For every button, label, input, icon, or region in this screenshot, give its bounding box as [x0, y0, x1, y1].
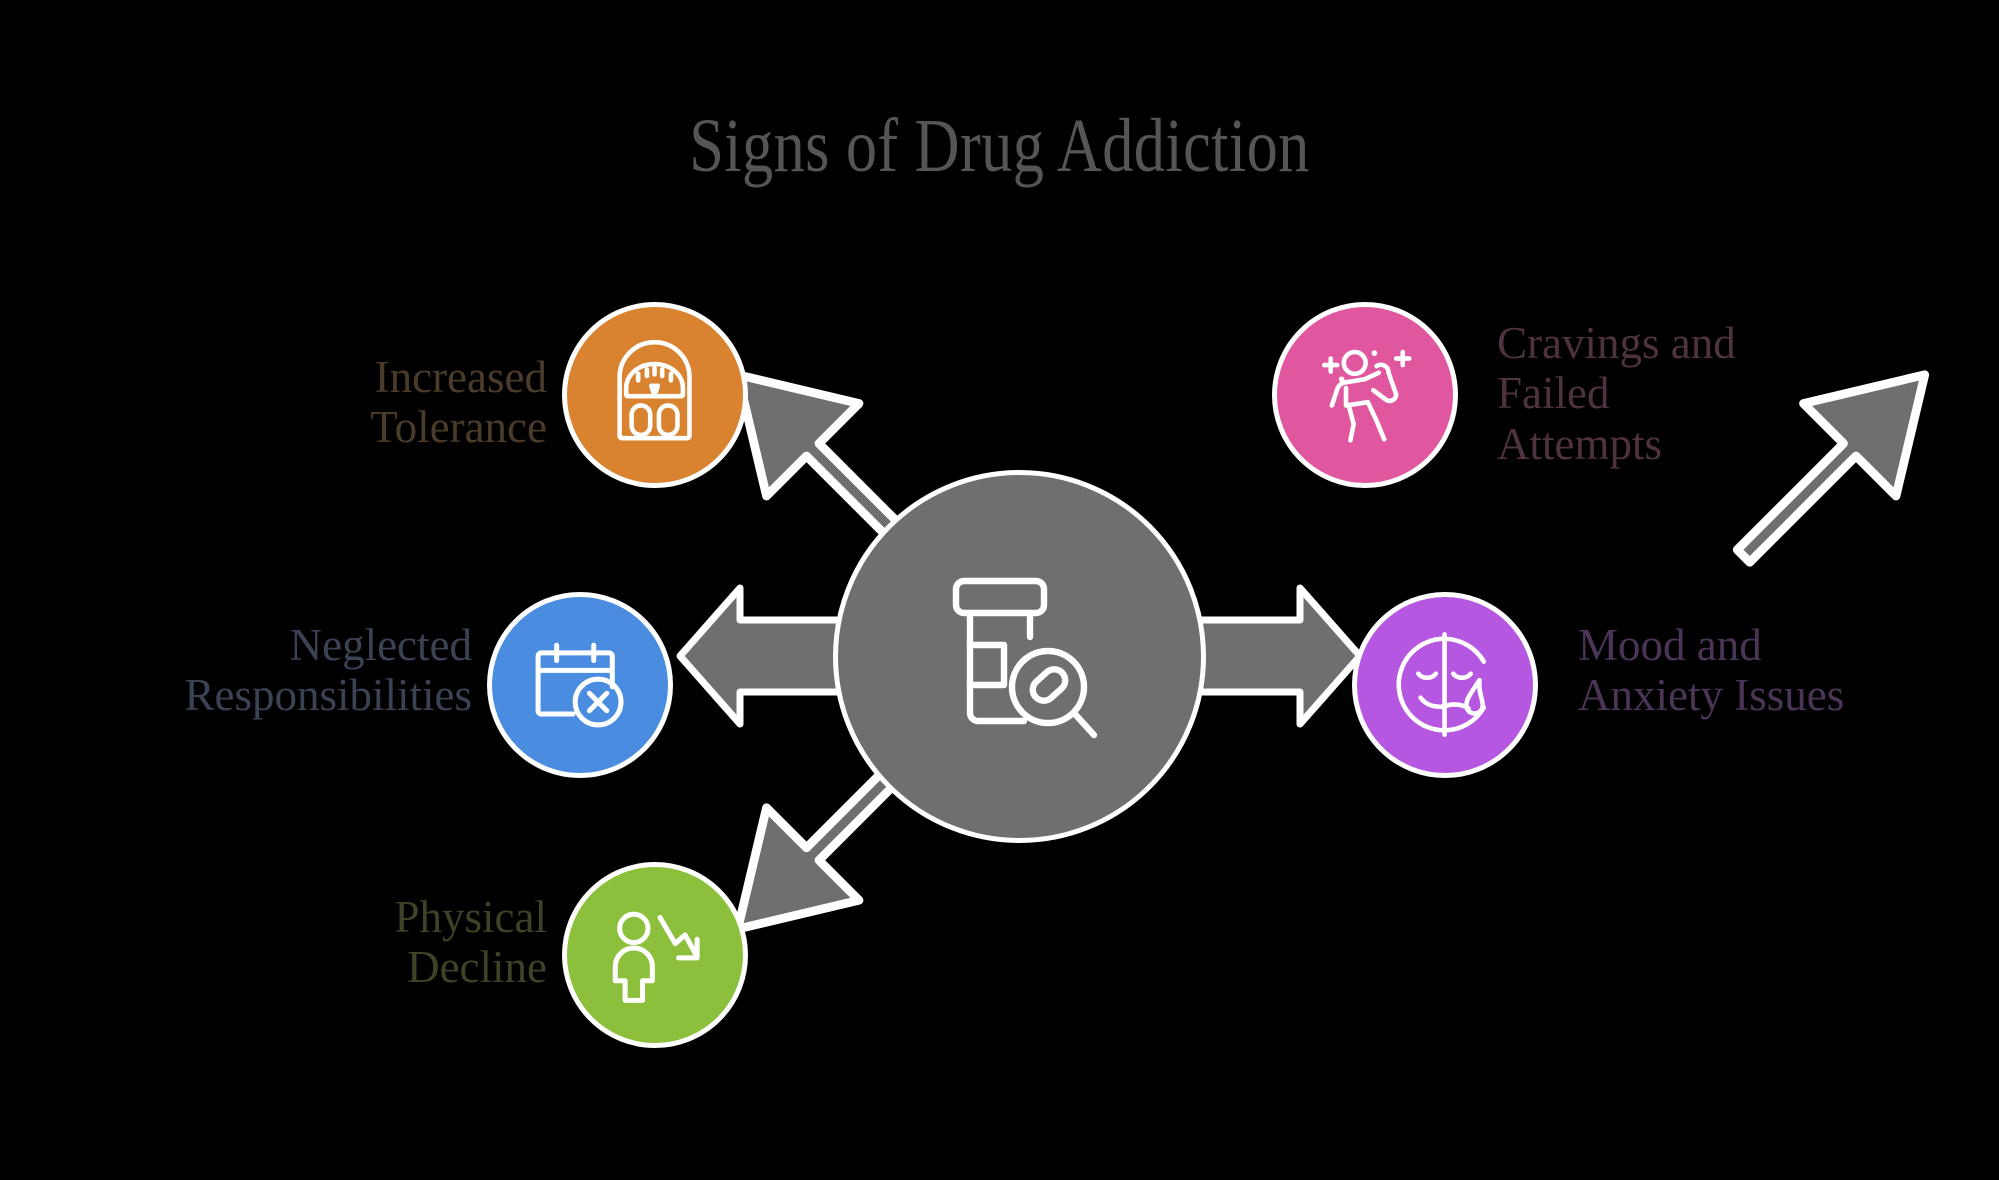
- person-drinking-bottle-icon: [1322, 350, 1413, 444]
- person-declining-arrow-icon: [613, 912, 701, 1004]
- icon-bubble-neglected-responsibilities[interactable]: [487, 592, 673, 778]
- label-increased-tolerance: Increased Tolerance: [67, 352, 547, 453]
- icon-bubble-mood-anxiety-issues[interactable]: [1352, 592, 1538, 778]
- label-cravings-failed-attempts: Cravings and Failed Attempts: [1497, 318, 1927, 469]
- label-line: Anxiety Issues: [1578, 670, 1845, 721]
- center-hub: [833, 470, 1206, 843]
- label-line: Decline: [407, 942, 547, 993]
- label-line: Increased: [374, 352, 547, 402]
- label-line: Neglected: [289, 620, 472, 670]
- page-title: Signs of Drug Addiction: [689, 104, 1310, 188]
- icon-bubble-cravings-failed-attempts[interactable]: [1272, 302, 1458, 488]
- sad-happy-face-tear-icon: [1396, 632, 1487, 738]
- label-line: Cravings and: [1497, 318, 1736, 368]
- icon-bubble-increased-tolerance[interactable]: [562, 302, 748, 488]
- label-neglected-responsibilities: Neglected Responsibilities: [0, 620, 472, 721]
- label-mood-anxiety-issues: Mood and Anxiety Issues: [1578, 620, 1999, 721]
- pill-bottle-magnifier-icon: [952, 577, 1097, 738]
- label-physical-decline: Physical Decline: [67, 892, 548, 993]
- label-line: Attempts: [1497, 418, 1662, 469]
- calendar-x-icon: [536, 643, 624, 728]
- label-line: Failed: [1497, 368, 1610, 419]
- label-line: Tolerance: [370, 402, 547, 453]
- label-line: Physical: [394, 892, 548, 942]
- label-line: Responsibilities: [184, 670, 472, 721]
- label-line: Mood and: [1578, 620, 1762, 670]
- icon-bubble-physical-decline[interactable]: [562, 862, 748, 1048]
- bathroom-scale-icon: [617, 340, 693, 441]
